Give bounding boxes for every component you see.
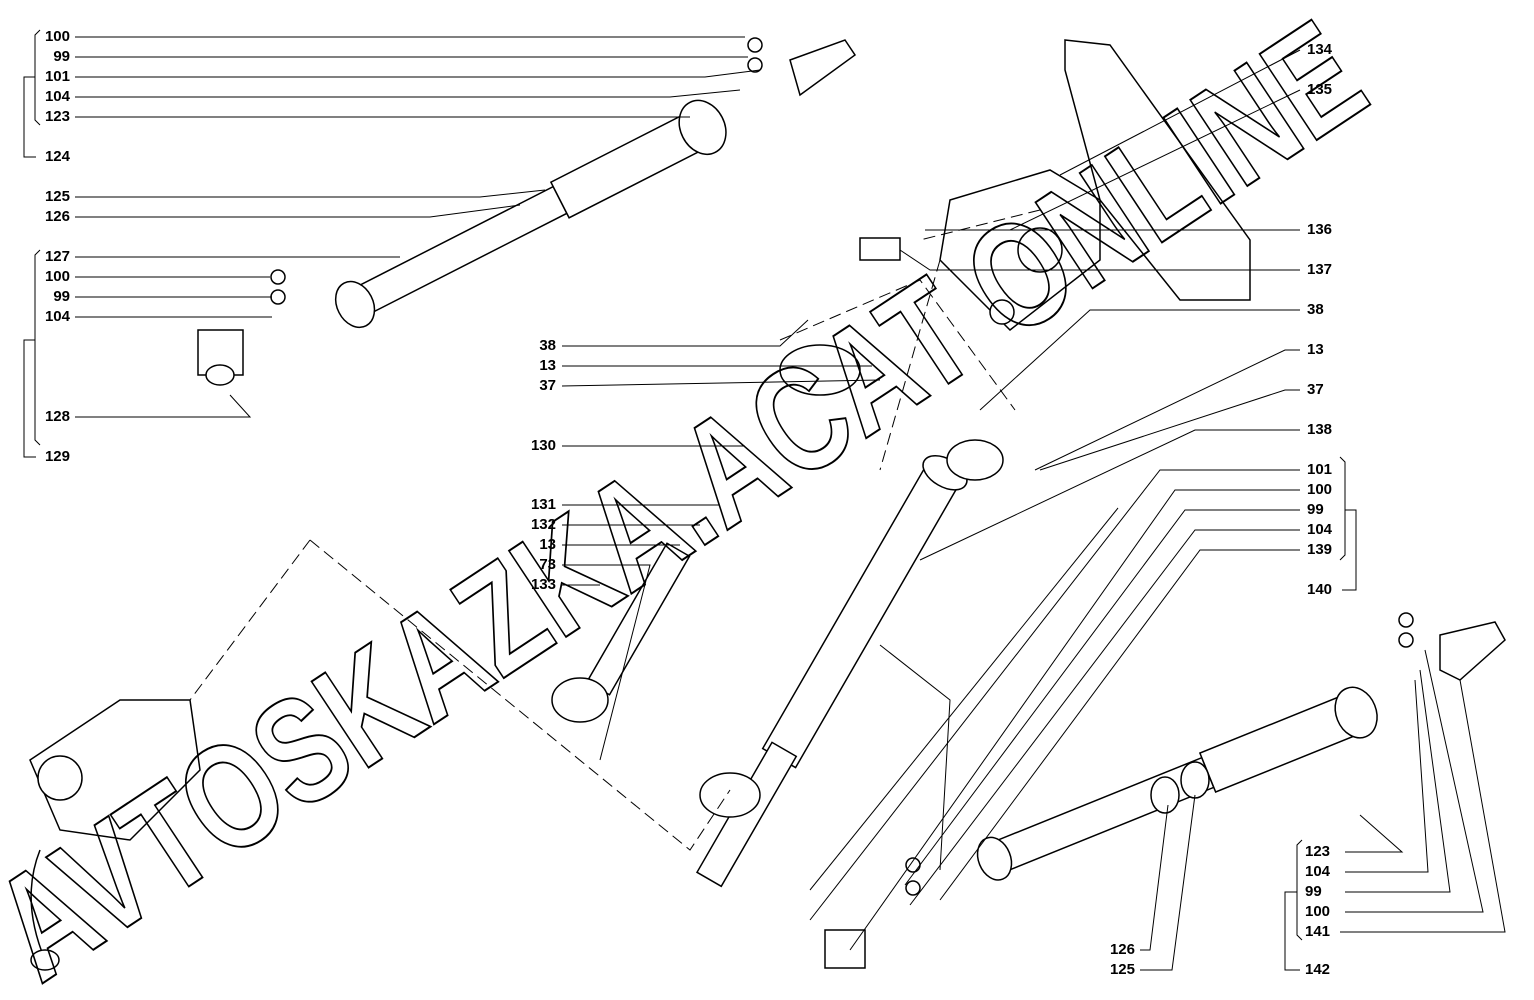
leader-line <box>939 549 1300 901</box>
leader-line <box>1345 649 1484 913</box>
callout-136: 136 <box>1307 221 1333 238</box>
callout-141: 141 <box>1305 923 1331 940</box>
leader-line <box>1296 839 1303 941</box>
callout-99: 99 <box>1305 883 1322 900</box>
leader-line <box>904 509 1300 886</box>
callout-131: 131 <box>530 496 556 513</box>
leader-line <box>561 379 881 387</box>
callout-13: 13 <box>539 357 556 374</box>
callout-37: 37 <box>539 377 556 394</box>
callout-104: 104 <box>1307 521 1333 538</box>
callout-99: 99 <box>53 48 70 65</box>
leader-line <box>1039 389 1300 471</box>
leader-line <box>1059 49 1301 176</box>
yoke-130 <box>779 344 861 396</box>
callout-130: 130 <box>530 437 556 454</box>
callout-73: 73 <box>539 556 556 573</box>
leader-line <box>75 189 546 198</box>
callout-104: 104 <box>1305 863 1331 880</box>
leader-line <box>562 564 651 761</box>
leader-line <box>979 309 1300 411</box>
steering-gear <box>29 699 201 841</box>
leader-line <box>1345 679 1429 873</box>
leader-line <box>23 339 36 458</box>
leader-line <box>1339 456 1346 561</box>
callout-125: 125 <box>44 188 70 205</box>
callout-135: 135 <box>1307 81 1333 98</box>
leader-line <box>879 644 951 871</box>
callout-128: 128 <box>44 408 70 425</box>
callout-101: 101 <box>1307 461 1333 478</box>
leader-line <box>23 76 36 158</box>
leader-line <box>919 429 1300 561</box>
callout-104: 104 <box>44 308 70 325</box>
leader-line <box>34 249 41 446</box>
clamp-yoke-lower <box>824 929 866 969</box>
callout-126: 126 <box>1109 941 1135 958</box>
leader-line <box>75 394 252 418</box>
callout-129: 129 <box>44 448 70 465</box>
callout-101: 101 <box>44 68 70 85</box>
callout-137: 137 <box>1307 261 1333 278</box>
bracket <box>1064 39 1251 301</box>
callout-125: 125 <box>1109 961 1135 978</box>
callout-123: 123 <box>1305 843 1331 860</box>
leader-line <box>75 204 521 218</box>
callout-99: 99 <box>53 288 70 305</box>
callout-37: 37 <box>1307 381 1324 398</box>
leader-line <box>1340 679 1506 933</box>
callout-140: 140 <box>1307 581 1333 598</box>
leader-line <box>809 507 1119 891</box>
leader-line <box>562 319 809 347</box>
callout-127: 127 <box>44 248 70 265</box>
callout-123: 123 <box>44 108 70 125</box>
callout-100: 100 <box>44 268 70 285</box>
leader-line <box>1284 891 1300 971</box>
callout-139: 139 <box>1307 541 1333 558</box>
leader-line <box>849 489 1300 951</box>
callout-134: 134 <box>1307 41 1333 58</box>
callout-104: 104 <box>44 88 70 105</box>
leader-line <box>1345 814 1404 853</box>
leader-line <box>909 529 1300 906</box>
leader-line <box>1034 349 1300 471</box>
leader-line <box>1342 509 1357 591</box>
leader-line <box>1345 669 1451 893</box>
leader-line <box>1009 89 1301 231</box>
callout-13: 13 <box>539 536 556 553</box>
leader-line <box>809 469 1300 921</box>
callout-124: 124 <box>44 148 70 165</box>
callout-100: 100 <box>1307 481 1333 498</box>
callout-38: 38 <box>539 337 556 354</box>
bolt-136 <box>859 237 901 261</box>
callout-126: 126 <box>44 208 70 225</box>
leader-line <box>1140 804 1169 951</box>
callout-132: 132 <box>530 516 556 533</box>
callout-99: 99 <box>1307 501 1324 518</box>
callout-100: 100 <box>44 28 70 45</box>
upper-cardan-shaft <box>334 99 727 329</box>
leader-line <box>75 69 761 78</box>
flange-yoke-upper <box>789 39 857 97</box>
callout-100: 100 <box>1305 903 1331 920</box>
callout-138: 138 <box>1307 421 1333 438</box>
flange-yoke-lower <box>1439 621 1506 681</box>
callout-133: 133 <box>530 576 556 593</box>
callout-142: 142 <box>1305 961 1331 978</box>
leader-line <box>75 89 741 98</box>
leader-line <box>1140 794 1196 971</box>
callout-13: 13 <box>1307 341 1324 358</box>
leader-line <box>899 249 1300 271</box>
callout-38: 38 <box>1307 301 1324 318</box>
